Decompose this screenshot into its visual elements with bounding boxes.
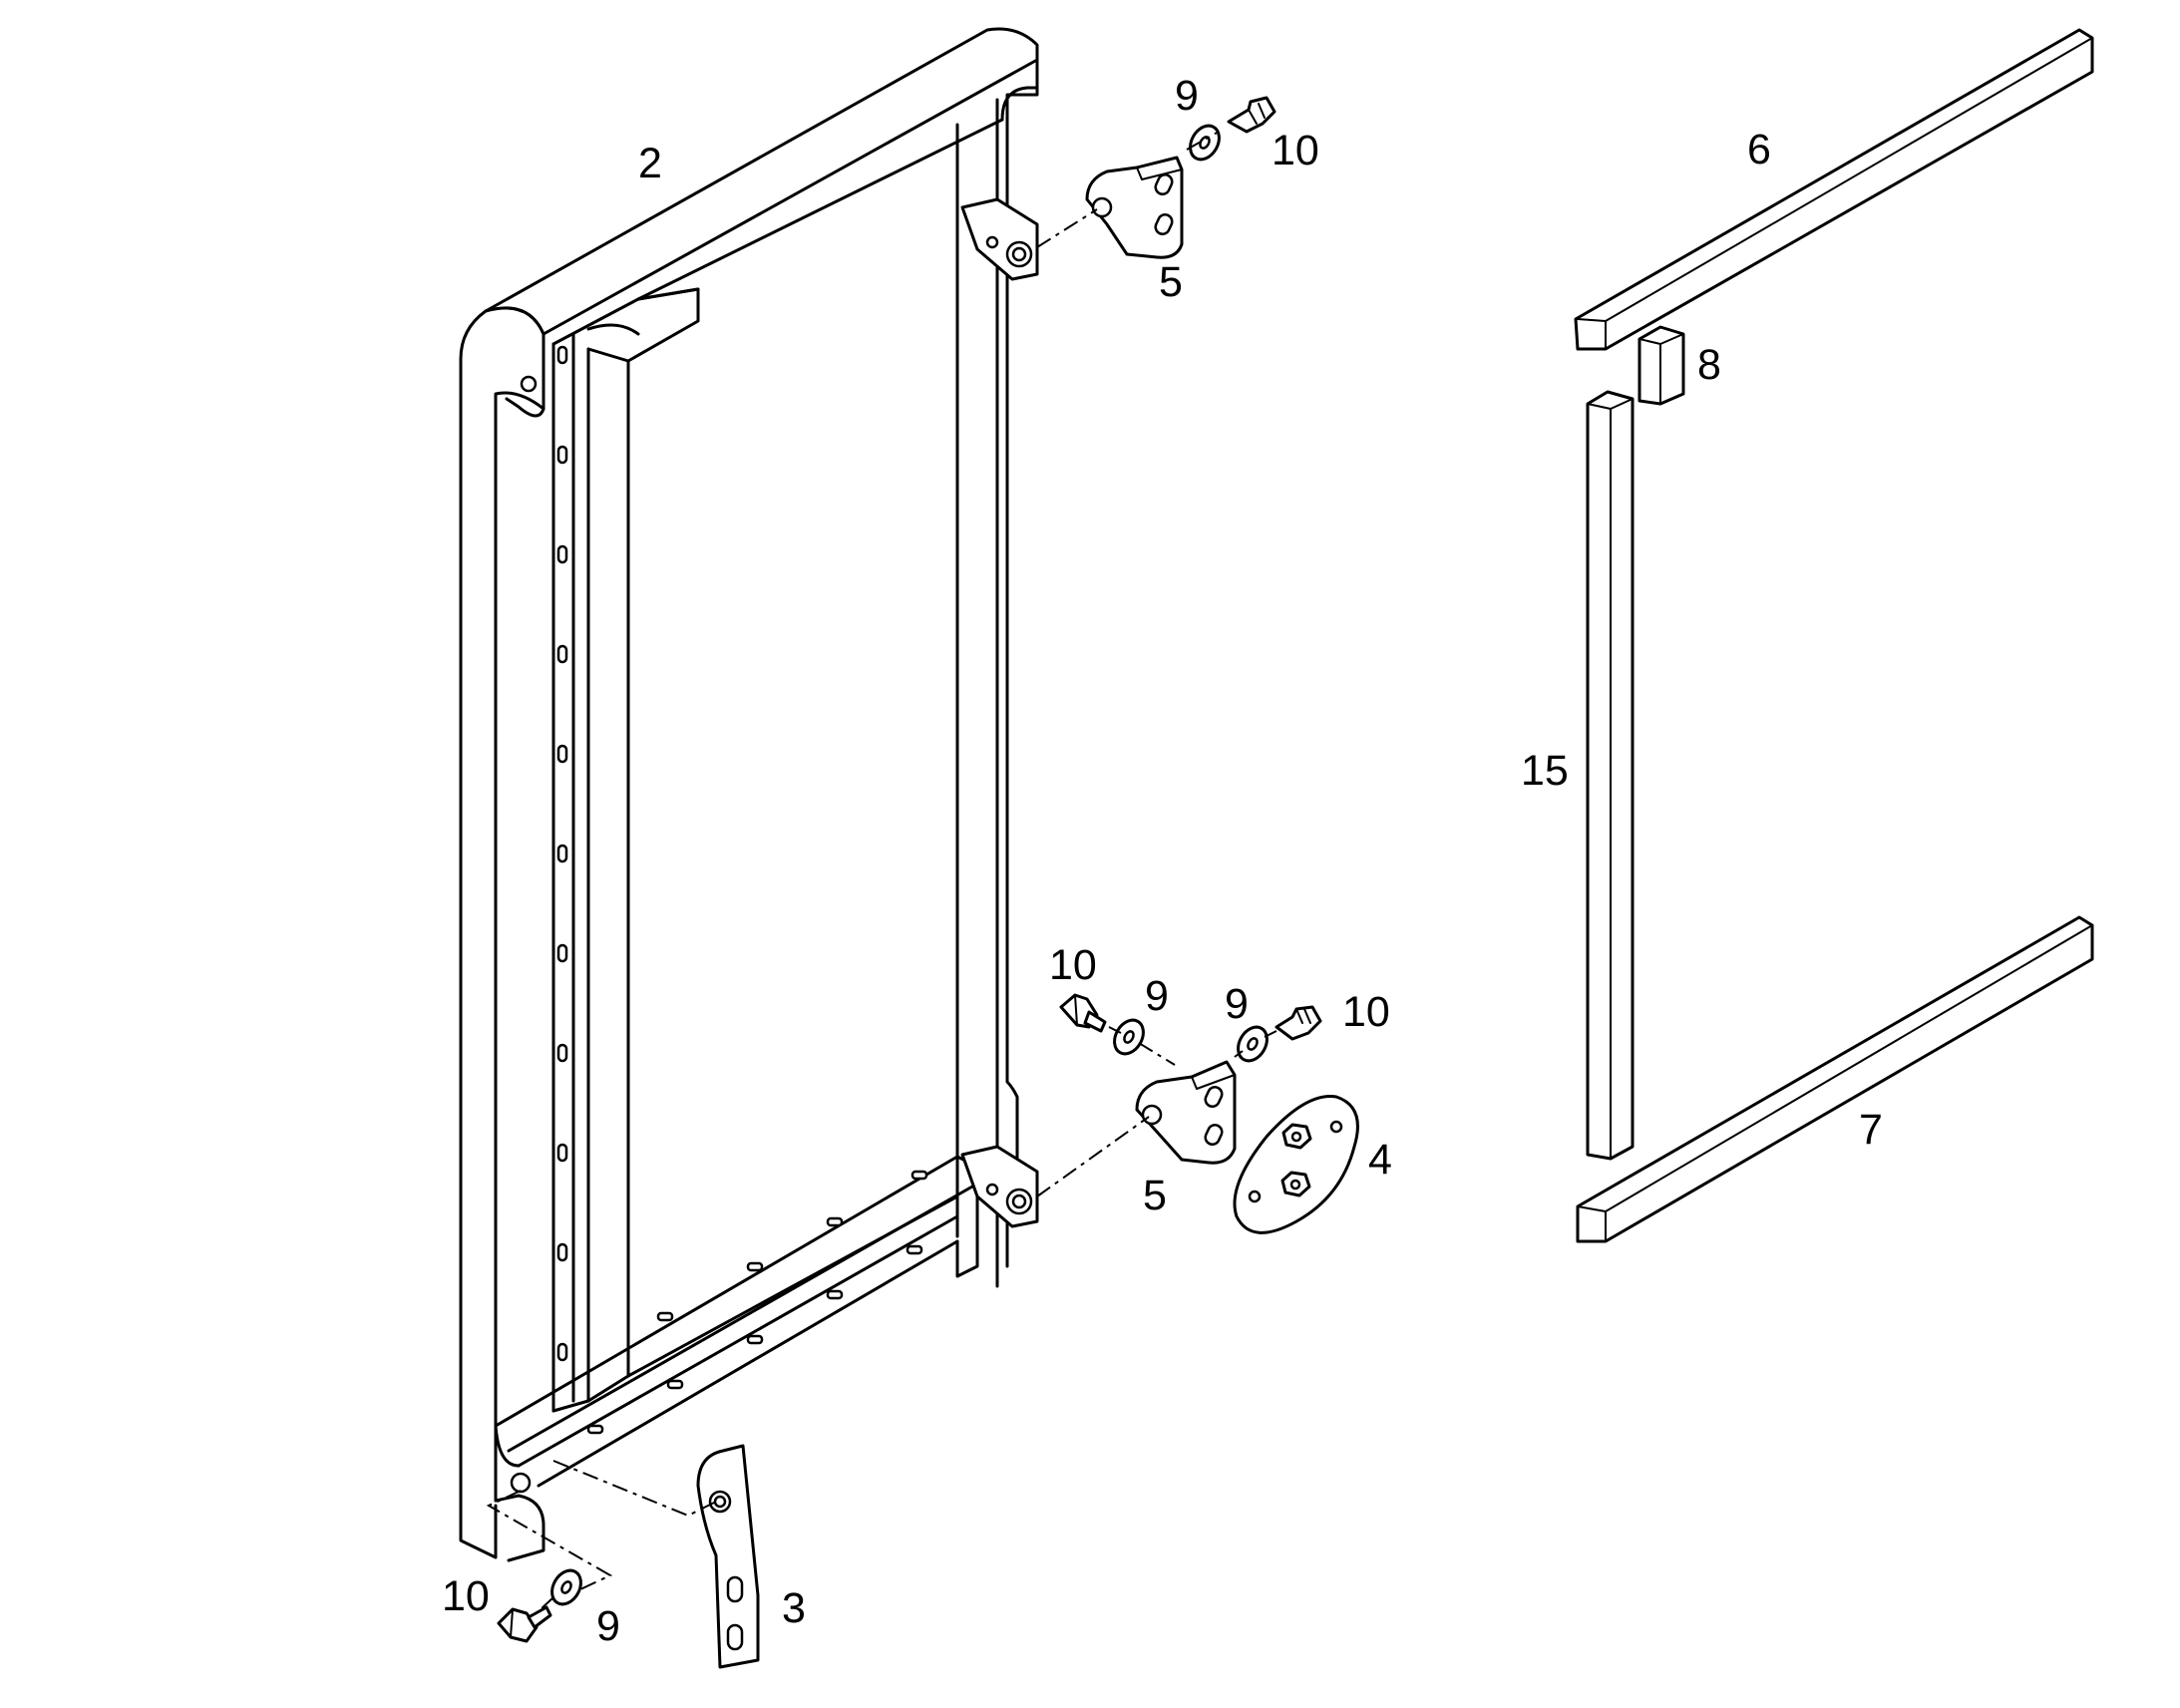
callout-9-top: 9	[1175, 72, 1199, 120]
callout-10-mid-right: 10	[1342, 988, 1390, 1036]
seal-vertical-part	[1586, 390, 1635, 1161]
bracket-bottom-part	[696, 1444, 760, 1669]
seal-top-part	[1574, 28, 2094, 351]
seal-bottom-part	[1576, 915, 2094, 1243]
assembly-dash-lines	[486, 131, 1277, 1612]
washer-top	[1189, 124, 1221, 162]
hinge-bottom-part	[1135, 1060, 1237, 1165]
callout-10-bottom: 10	[442, 1572, 490, 1620]
frame-top-hinge-mount	[960, 197, 1039, 281]
callout-4: 4	[1368, 1136, 1392, 1184]
hinge-top-part	[1085, 156, 1184, 259]
callout-3: 3	[782, 1584, 806, 1632]
frame-slot-holes	[556, 345, 568, 1362]
washer-mid-right	[1237, 1025, 1269, 1063]
bolt-bottom	[497, 1605, 552, 1643]
callout-labels: 2 3 4 5 5 6 7 8 9 9 9 9 10 10 10 10 15	[442, 72, 1883, 1650]
callout-8: 8	[1697, 341, 1721, 389]
plate-part	[1233, 1095, 1359, 1234]
bolt-top	[1227, 96, 1276, 134]
callout-9-bottom: 9	[596, 1602, 620, 1650]
bolt-mid-left	[1059, 993, 1107, 1033]
callout-6: 6	[1747, 126, 1771, 173]
callout-9-mid-left: 9	[1145, 972, 1169, 1020]
bolt-mid-right	[1274, 1005, 1322, 1041]
callout-9-mid-right: 9	[1225, 980, 1249, 1028]
callout-5-bottom: 5	[1143, 1172, 1167, 1219]
frame-part	[459, 27, 1039, 1562]
callout-2: 2	[638, 140, 662, 187]
callout-10-mid-left: 10	[1049, 941, 1097, 989]
callout-7: 7	[1859, 1106, 1883, 1154]
frame-bottom-slots	[586, 1170, 928, 1435]
frame-bottom-hinge-mount	[960, 1145, 1039, 1228]
callout-15: 15	[1521, 747, 1569, 795]
washer-bottom	[550, 1568, 582, 1606]
callout-5-top: 5	[1159, 258, 1183, 306]
seal-block-part	[1637, 325, 1685, 406]
washer-mid-left	[1113, 1018, 1145, 1056]
callout-10-top: 10	[1272, 127, 1319, 174]
